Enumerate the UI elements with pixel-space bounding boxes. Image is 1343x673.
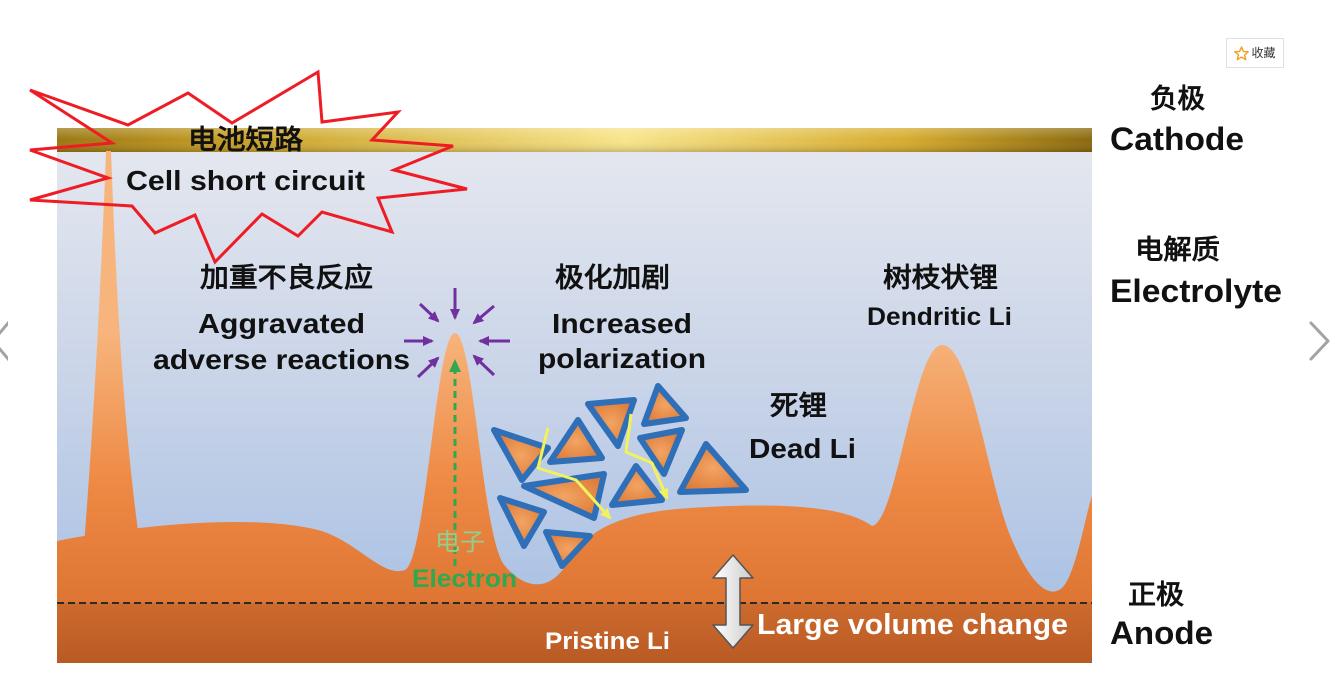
dead-li-fragment bbox=[609, 463, 665, 508]
star-outline-icon bbox=[1234, 45, 1250, 60]
favorite-button[interactable]: 收藏 bbox=[1226, 38, 1284, 68]
dead-li-fragment bbox=[497, 495, 547, 549]
reaction-arrows bbox=[404, 288, 510, 379]
dead-li-fragment bbox=[585, 397, 637, 449]
dead-li-fragment bbox=[521, 471, 607, 521]
cathode-label-en: Cathode bbox=[1110, 121, 1244, 157]
volume-change-double-arrow bbox=[712, 554, 754, 649]
electron-path-arrow bbox=[624, 413, 669, 500]
dendritic-li-callout: 树枝状锂 Dendritic Li bbox=[867, 263, 1012, 331]
electron-path-arrow bbox=[536, 427, 612, 520]
short-circuit-dendrite-spike bbox=[84, 151, 140, 545]
previous-image-button[interactable] bbox=[0, 318, 8, 364]
favorite-label: 收藏 bbox=[1251, 46, 1276, 60]
electrolyte-label-en: Electrolyte bbox=[1110, 273, 1282, 309]
polarization-label-en-line1: Increased bbox=[552, 308, 692, 339]
dead-li-label-zh: 死锂 bbox=[770, 391, 827, 421]
dead-li-label-en: Dead Li bbox=[749, 433, 856, 464]
pristine-li-label: Pristine Li bbox=[545, 628, 670, 655]
inward-arrow bbox=[416, 356, 440, 379]
layer-labels: 负极 Cathode 电解质 Electrolyte 正极 Anode bbox=[1110, 84, 1282, 651]
dead-li-fragment bbox=[637, 427, 685, 477]
pristine-li-layer bbox=[57, 603, 1092, 663]
polarization-label-zh: 极化加剧 bbox=[555, 263, 670, 293]
anode-label-zh: 正极 bbox=[1128, 580, 1184, 610]
polarization-label-en-line2: polarization bbox=[538, 343, 706, 374]
short-circuit-callout: 电池短路 Cell short circuit bbox=[126, 124, 365, 196]
inward-arrow bbox=[418, 302, 440, 323]
dead-li-fragment bbox=[641, 383, 689, 427]
adverse-reactions-label-zh: 加重不良反应 bbox=[200, 262, 373, 293]
electrolyte-label-zh: 电解质 bbox=[1135, 235, 1220, 265]
short-circuit-label-en: Cell short circuit bbox=[126, 165, 365, 196]
anode bbox=[57, 151, 1092, 663]
adverse-reactions-label-en-line2: adverse reactions bbox=[153, 344, 410, 375]
chevron-left-icon bbox=[0, 320, 8, 362]
adverse-reactions-label-en-line1: Aggravated bbox=[198, 308, 365, 339]
anode-label-en: Anode bbox=[1110, 615, 1213, 651]
chevron-right-icon bbox=[1309, 321, 1330, 361]
dead-li-fragments bbox=[491, 383, 749, 569]
adverse-reactions-callout: 加重不良反应 Aggravated adverse reactions bbox=[153, 262, 410, 375]
dead-li-callout: 死锂 Dead Li bbox=[749, 391, 856, 464]
electron-paths bbox=[536, 413, 669, 520]
cathode-bar bbox=[57, 128, 1092, 152]
dead-li-fragment bbox=[543, 529, 593, 569]
short-circuit-starburst bbox=[29, 69, 468, 265]
short-circuit-label-zh: 电池短路 bbox=[188, 124, 304, 155]
dendritic-li-label-en: Dendritic Li bbox=[867, 303, 1012, 331]
cathode-bar-shade bbox=[57, 128, 1092, 152]
dead-li-fragment bbox=[677, 441, 749, 495]
electron-label-en: Electron bbox=[412, 565, 517, 593]
dead-li-fragment bbox=[547, 417, 605, 465]
volume-change-label: Large volume change bbox=[757, 609, 1068, 641]
cathode-label-zh: 负极 bbox=[1150, 84, 1205, 114]
anode-surface bbox=[57, 333, 1092, 663]
electron-callout: 电子 Electron bbox=[412, 529, 517, 593]
dead-li-fragment bbox=[491, 427, 551, 483]
polarization-callout: 极化加剧 Increased polarization bbox=[538, 263, 706, 374]
electron-label-zh: 电子 bbox=[435, 529, 485, 556]
inward-arrow bbox=[472, 354, 496, 377]
dendritic-li-label-zh: 树枝状锂 bbox=[883, 263, 998, 293]
inward-arrow bbox=[472, 304, 495, 325]
next-image-button[interactable] bbox=[1304, 318, 1334, 364]
